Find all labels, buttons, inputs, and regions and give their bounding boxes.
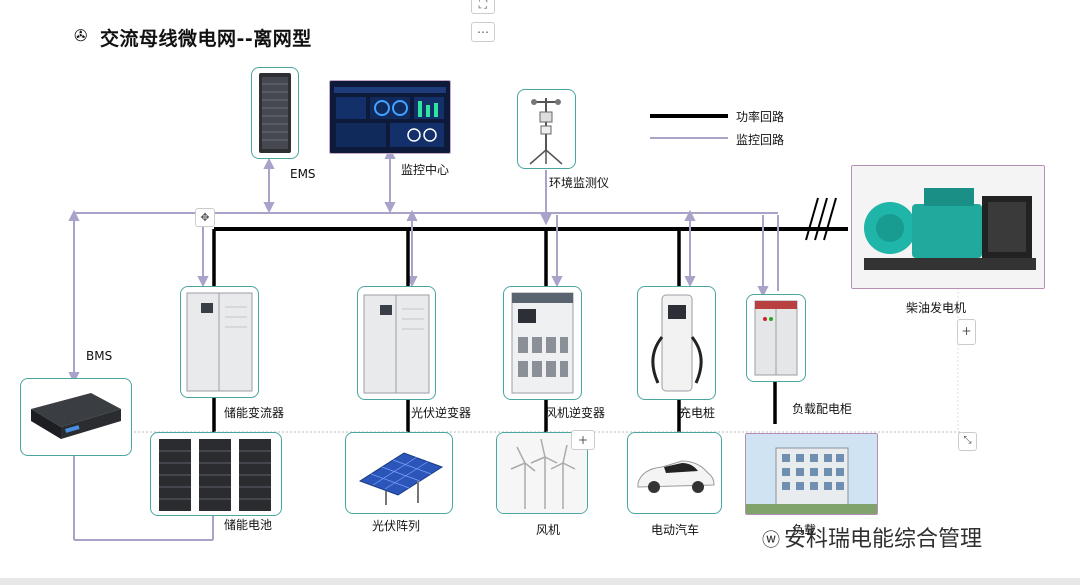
charging-pile-label: 充电桩: [679, 406, 716, 420]
storage-battery-label: 储能电池: [224, 518, 273, 532]
page-title: 交流母线微电网--离网型: [100, 28, 312, 50]
wind-inverter-label: 风机逆变器: [545, 406, 606, 420]
electric-car-label: 电动汽车: [651, 523, 700, 537]
electric-car-image: [627, 432, 722, 514]
break-mark: [814, 197, 828, 241]
wind-inverter-image: [503, 286, 582, 400]
bottom-scrollbar-area: [0, 578, 1080, 585]
storage-converter-image: [180, 286, 259, 398]
pv-inverter-label: 光伏逆变器: [411, 406, 472, 420]
env-monitor-image: [517, 89, 576, 169]
resize-handle-icon[interactable]: ⤡: [958, 432, 977, 451]
legend-power-label: 功率回路: [736, 110, 785, 124]
move-handle-icon[interactable]: ✥: [195, 208, 215, 227]
pv-array-image: [345, 432, 453, 514]
bms-device-image: [20, 378, 132, 456]
load-building-image: [745, 433, 878, 515]
diesel-generator-image: [851, 165, 1045, 289]
storage-battery-image: [150, 432, 282, 516]
pv-inverter-image: [357, 286, 436, 400]
break-mark: [823, 197, 837, 241]
legend-monitor-label: 监控回路: [736, 133, 785, 147]
load-label: 负载: [792, 523, 817, 537]
add-icon[interactable]: +: [571, 430, 595, 450]
add-icon[interactable]: +: [957, 319, 976, 345]
monitor-center-image: [329, 80, 451, 154]
env-monitor-label: 环境监测仪: [549, 176, 610, 190]
storage-converter-label: 储能变流器: [224, 406, 285, 420]
fullscreen-icon[interactable]: ⛶: [471, 0, 495, 14]
ems-rack-image: [251, 67, 299, 159]
watermark-text: 安科瑞电能综合管理: [784, 527, 983, 552]
bms-label: BMS: [86, 349, 113, 363]
load-cabinet-image: [746, 294, 806, 382]
wechat-icon: ⓦ: [762, 530, 780, 551]
break-mark: [805, 197, 819, 241]
ems-label: EMS: [290, 167, 316, 181]
more-options-icon[interactable]: ⋯: [471, 22, 495, 42]
charging-pile-image: [637, 286, 716, 400]
load-cabinet-label: 负载配电柜: [792, 402, 853, 416]
wind-turbine-label: 风机: [536, 523, 561, 537]
pv-array-label: 光伏阵列: [372, 519, 421, 533]
monitor-center-label: 监控中心: [401, 163, 450, 177]
diesel-generator-label: 柴油发电机: [906, 301, 967, 315]
title-bullet-icon: ✇: [74, 26, 88, 45]
